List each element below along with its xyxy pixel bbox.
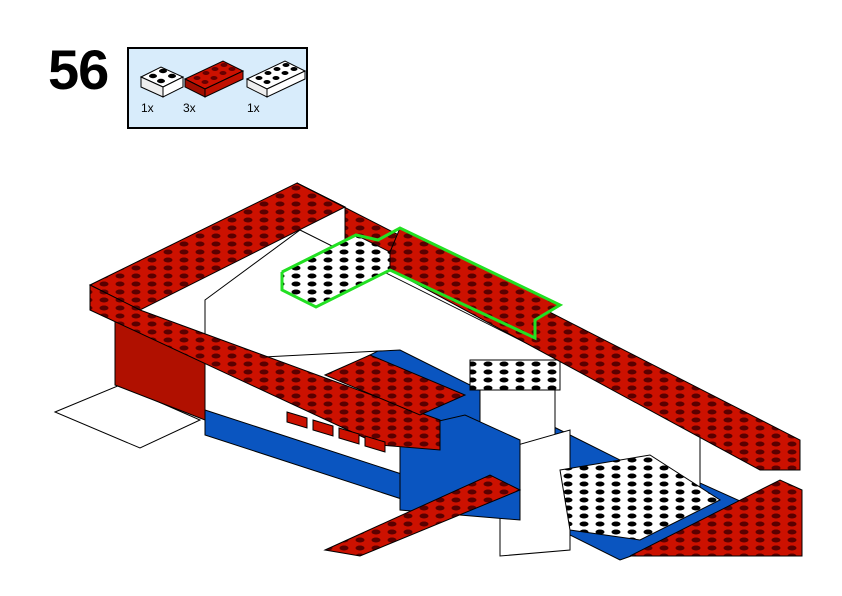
front-windows [286, 411, 386, 453]
red-wall-front-right [629, 479, 803, 557]
red-wall-front-bottom [323, 474, 522, 557]
white-brick-2x4-icon [245, 60, 307, 98]
parts-callout: 1x 3x 1x [127, 47, 308, 129]
red-wall-front-left [89, 284, 441, 451]
new-parts-highlight [280, 226, 564, 341]
part-quantity: 1x [141, 101, 154, 115]
red-brick-2x4-icon [183, 60, 245, 98]
part-quantity: 3x [183, 101, 196, 115]
white-pillar-top [469, 359, 561, 391]
driveway [53, 384, 202, 449]
red-wall-middle [323, 354, 467, 416]
white-floor-bricks [559, 454, 722, 541]
part-quantity: 1x [247, 101, 260, 115]
step-number: 56 [48, 38, 109, 101]
white-brick-2x2-icon [139, 66, 185, 98]
